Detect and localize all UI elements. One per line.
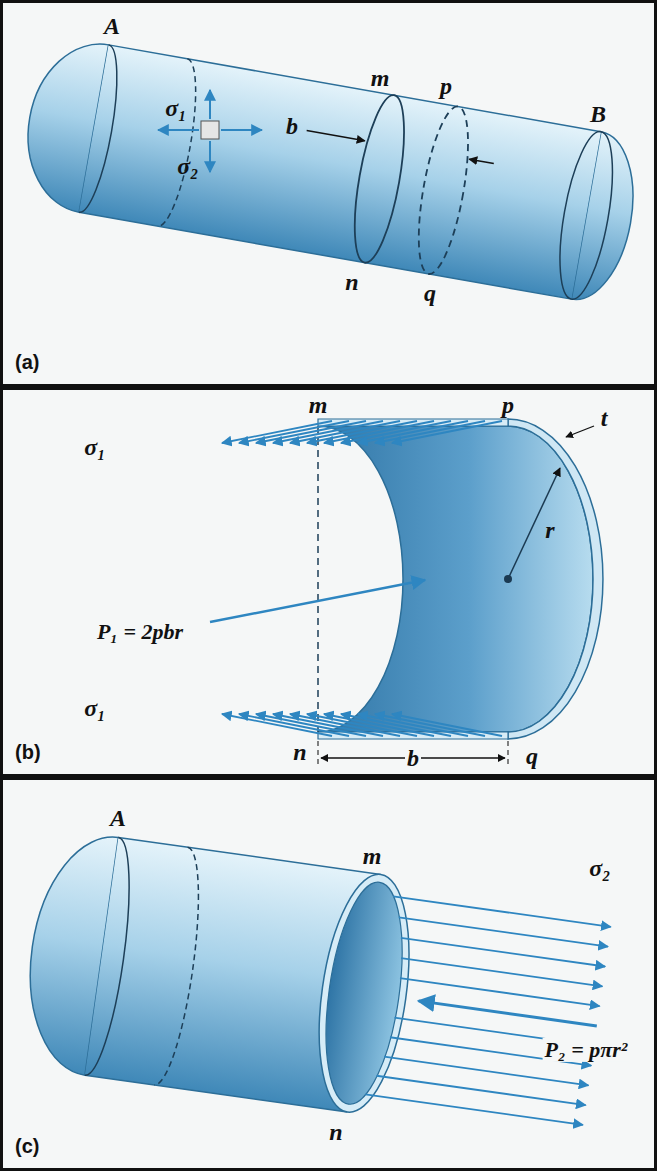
shell-interior — [318, 426, 593, 732]
stress-symbol: σ₂ — [175, 153, 200, 179]
vessel-part-drawing — [16, 828, 614, 1145]
figure-panel: (c) — [0, 777, 657, 1171]
seam-line — [79, 45, 126, 216]
section-mn — [345, 92, 414, 266]
figure-panel: (a) — [0, 0, 657, 387]
point-label: n — [291, 739, 308, 765]
point-label: n — [327, 1119, 344, 1145]
stress-arrow — [392, 421, 502, 443]
force-arrow — [210, 580, 425, 622]
extension-line — [317, 741, 318, 768]
dimension-label: t — [599, 405, 610, 431]
force-arrow — [419, 1001, 597, 1026]
vessel-edge — [118, 838, 380, 875]
thickness-arrow — [566, 426, 594, 437]
stress-arrow — [209, 141, 211, 172]
section-pq — [409, 103, 478, 277]
force-label: P₁ = 2pbr — [95, 620, 185, 644]
section-line — [317, 426, 319, 732]
stress-arrow — [375, 714, 485, 736]
stress-symbol: σ₁ — [82, 695, 107, 721]
shell-drawing — [318, 419, 603, 739]
shell-rim — [508, 419, 603, 739]
stress-arrow — [375, 421, 485, 443]
vessel-body — [79, 45, 601, 299]
stress-symbol: σ₁ — [163, 95, 188, 121]
force-label: P₂ = pπr² — [543, 1038, 630, 1062]
stress-symbol: σ₁ — [82, 434, 107, 460]
extension-line — [507, 741, 508, 768]
stress-square — [201, 121, 219, 139]
point-label: p — [438, 73, 454, 99]
stress-element — [158, 90, 262, 172]
vessel-edge — [109, 45, 601, 132]
dimension-arrow — [469, 159, 494, 163]
seam-dashed — [154, 847, 209, 1088]
point-label: n — [343, 269, 360, 295]
cut-interior — [314, 877, 414, 1109]
stress-symbol: σ₂ — [587, 855, 612, 881]
seam-line — [85, 838, 140, 1079]
stress-arrows — [210, 421, 594, 768]
vessel-edge — [85, 1075, 347, 1112]
dimension-label: r — [543, 517, 556, 543]
vessel-drawing — [15, 34, 645, 307]
dimension-label: b — [284, 113, 300, 139]
stress-arrow — [392, 714, 502, 736]
point-label: q — [422, 280, 438, 306]
vessel-edge — [79, 212, 571, 299]
point-label: m — [369, 65, 392, 91]
dimension-label: b — [405, 745, 421, 771]
stress-arrow — [365, 1094, 583, 1125]
stress-arrow — [393, 896, 611, 927]
panel-label: (b) — [15, 741, 41, 764]
stress-arrows — [365, 896, 610, 1125]
dimension-arrow — [307, 131, 365, 141]
point-label: m — [361, 843, 384, 869]
point-label: A — [108, 805, 128, 831]
panel-label: (a) — [15, 351, 39, 374]
end-seam — [550, 128, 623, 303]
point-label: q — [524, 743, 540, 769]
point-label: B — [588, 101, 608, 127]
stress-arrow — [158, 129, 199, 131]
point-label: A — [102, 13, 122, 39]
seam-dashed — [158, 59, 205, 230]
stress-arrow — [221, 129, 262, 131]
point-label: m — [307, 392, 330, 418]
point-label: p — [500, 392, 516, 418]
radius-arrow — [508, 468, 560, 579]
stress-arrow — [209, 90, 211, 119]
panel-label: (c) — [15, 1135, 39, 1158]
